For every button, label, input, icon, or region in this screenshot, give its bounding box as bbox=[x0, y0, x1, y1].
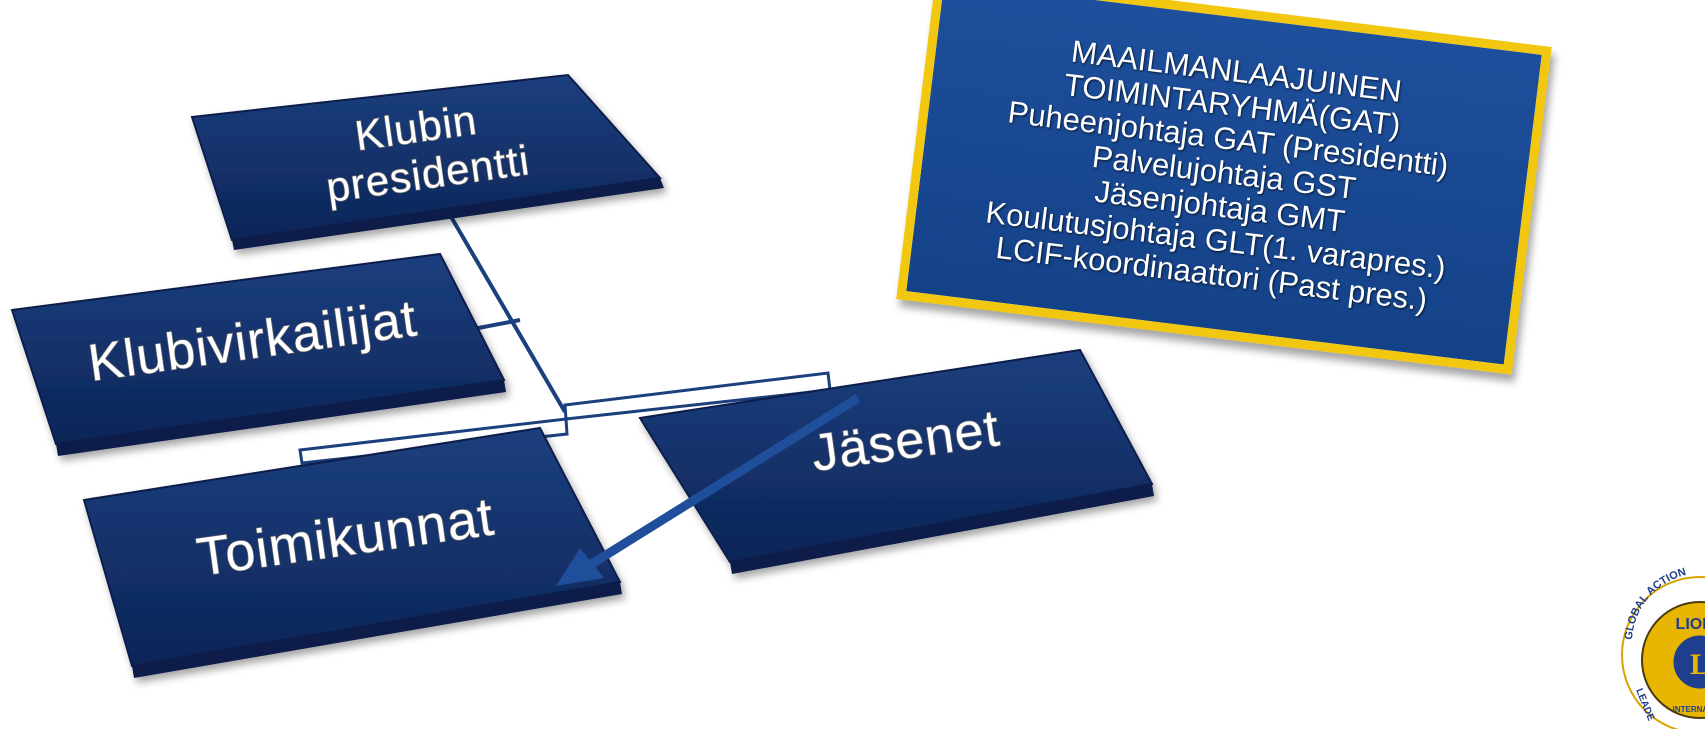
logo-lions-text: LIONS bbox=[1676, 616, 1705, 633]
node-members-bevel bbox=[730, 484, 1154, 574]
node-officers-bevel bbox=[56, 380, 506, 456]
node-members: Jäsenet bbox=[638, 348, 1154, 574]
arrow-members-to-committees bbox=[556, 394, 861, 586]
arrow-shaft bbox=[587, 394, 861, 569]
node-committees-bevel bbox=[132, 582, 622, 678]
logo-inner-disc bbox=[1670, 632, 1705, 692]
logo-bottom-text: INTERNATIONAL bbox=[1673, 705, 1705, 714]
node-president: Klubin presidentti bbox=[190, 73, 664, 250]
connectors bbox=[298, 213, 832, 465]
node-committees: Toimikunnat bbox=[82, 426, 622, 678]
connector-president-trunk bbox=[448, 213, 567, 414]
node-president-bevel bbox=[232, 178, 664, 250]
arrow-head-icon bbox=[556, 548, 604, 586]
connector-committees-bracket bbox=[298, 417, 569, 465]
node-officers: Klubivirkailijat bbox=[10, 252, 506, 456]
lions-gat-logo: GLOBAL ACTION LIONS L INTERNATIONAL LEAD… bbox=[1621, 566, 1705, 729]
logo-center-letter: L bbox=[1690, 648, 1705, 681]
